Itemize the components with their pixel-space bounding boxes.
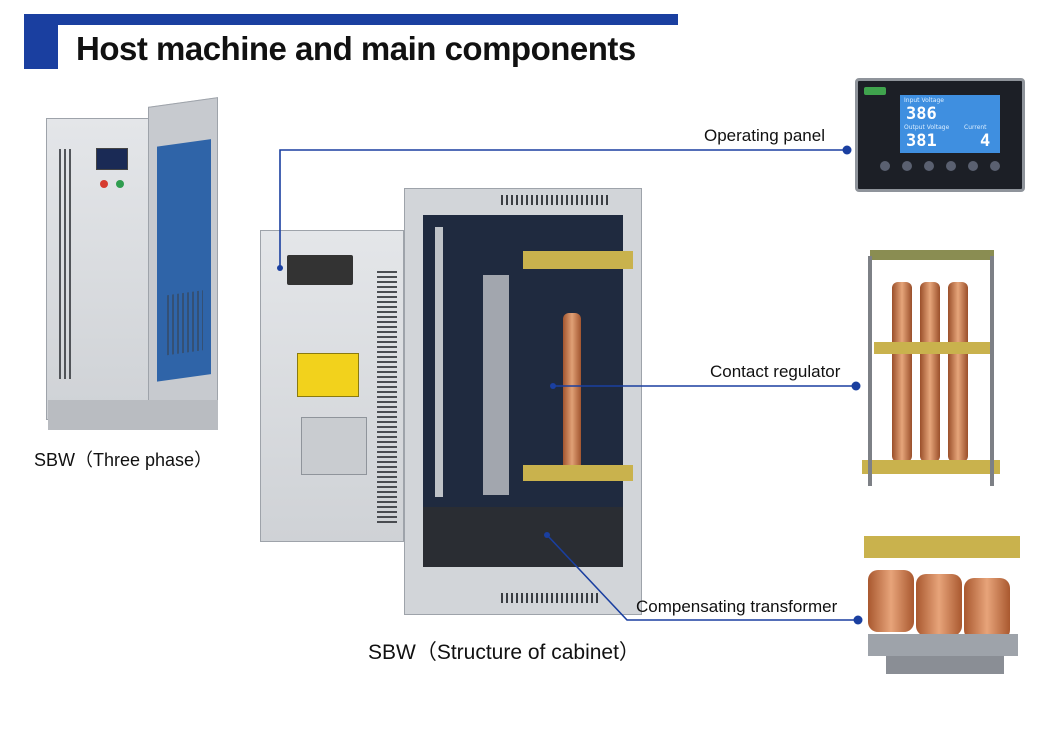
cabinet-structure-image: [260, 188, 642, 618]
winding-1: [868, 570, 914, 632]
current-value: 4: [980, 131, 991, 151]
coil-2: [920, 282, 940, 462]
leader-start-dot: [544, 532, 550, 538]
header-accent-bar: [24, 14, 678, 25]
lcd-screen: Input Voltage 386 Output Voltage 381 Cur…: [900, 95, 1000, 153]
regulator-coil: [563, 313, 581, 477]
panel-button-icon: [902, 161, 912, 171]
cabinet-base: [48, 400, 218, 430]
operating-panel-image: Input Voltage 386 Output Voltage 381 Cur…: [855, 78, 1025, 192]
transformer-bay: [423, 507, 623, 567]
base-plate: [886, 656, 1004, 674]
current-label: Current: [964, 124, 987, 131]
input-voltage-label: Input Voltage: [904, 97, 944, 104]
cabinet-side: [46, 118, 150, 420]
leader-end-dot: [853, 615, 863, 625]
input-voltage-value: 386: [906, 104, 937, 124]
coil-3: [948, 282, 968, 462]
callout-contact-regulator: Contact regulator: [710, 362, 841, 381]
cabinet-body: [404, 188, 642, 615]
regulator-base: [523, 465, 633, 481]
leader-compensating-transformer: [546, 534, 858, 621]
header-accent-block: [24, 25, 58, 69]
document-pocket: [301, 417, 367, 475]
door-control-board: [287, 255, 353, 285]
top-vent: [501, 195, 611, 205]
output-voltage-label: Output Voltage: [904, 124, 950, 131]
perforated-plate: [483, 275, 509, 495]
leader-start-dot: [277, 265, 283, 271]
winding-2: [916, 574, 962, 636]
base-frame: [862, 460, 1000, 474]
contact-regulator-image: [862, 232, 1000, 494]
panel-button-icon: [924, 161, 934, 171]
winding-3: [964, 578, 1010, 640]
top-frame: [870, 250, 994, 260]
callout-compensating-transformer: Compensating transformer: [636, 597, 838, 616]
regulator-bracket: [523, 251, 633, 269]
warning-label: [297, 353, 359, 397]
open-door: [260, 230, 404, 542]
left-rail: [435, 227, 443, 497]
caption-three-phase: SBW（Three phase）: [34, 450, 213, 470]
panel-button-icon: [968, 161, 978, 171]
cabinet-interior: [423, 215, 633, 507]
top-yoke: [864, 536, 1020, 558]
panel-button-icon: [880, 161, 890, 171]
left-post: [868, 256, 872, 486]
door-vent-strip: [377, 271, 397, 526]
coil-1: [892, 282, 912, 462]
right-post: [990, 256, 994, 486]
red-lamp-icon: [100, 180, 108, 188]
panel-button-icon: [990, 161, 1000, 171]
caption-cabinet: SBW（Structure of cabinet）: [368, 641, 640, 664]
output-voltage-value: 381: [906, 131, 937, 151]
core-base: [868, 634, 1018, 656]
middle-bracket: [874, 342, 990, 354]
page-title: Host machine and main components: [76, 30, 636, 67]
leader-end-dot: [842, 145, 852, 155]
leader-start-dot: [550, 383, 556, 389]
panel-button-icon: [946, 161, 956, 171]
leader-end-dot: [851, 381, 861, 391]
bottom-vent: [501, 593, 601, 603]
cabinet-display: [96, 148, 128, 170]
brand-logo: [864, 87, 886, 95]
side-vent: [59, 149, 73, 379]
panel-button-row: [880, 161, 1000, 171]
compensating-transformer-image: [858, 530, 1024, 680]
callout-operating-panel: Operating panel: [704, 126, 825, 145]
green-lamp-icon: [116, 180, 124, 188]
leader-operating-panel: [279, 149, 846, 268]
three-phase-cabinet-image: [40, 97, 220, 435]
